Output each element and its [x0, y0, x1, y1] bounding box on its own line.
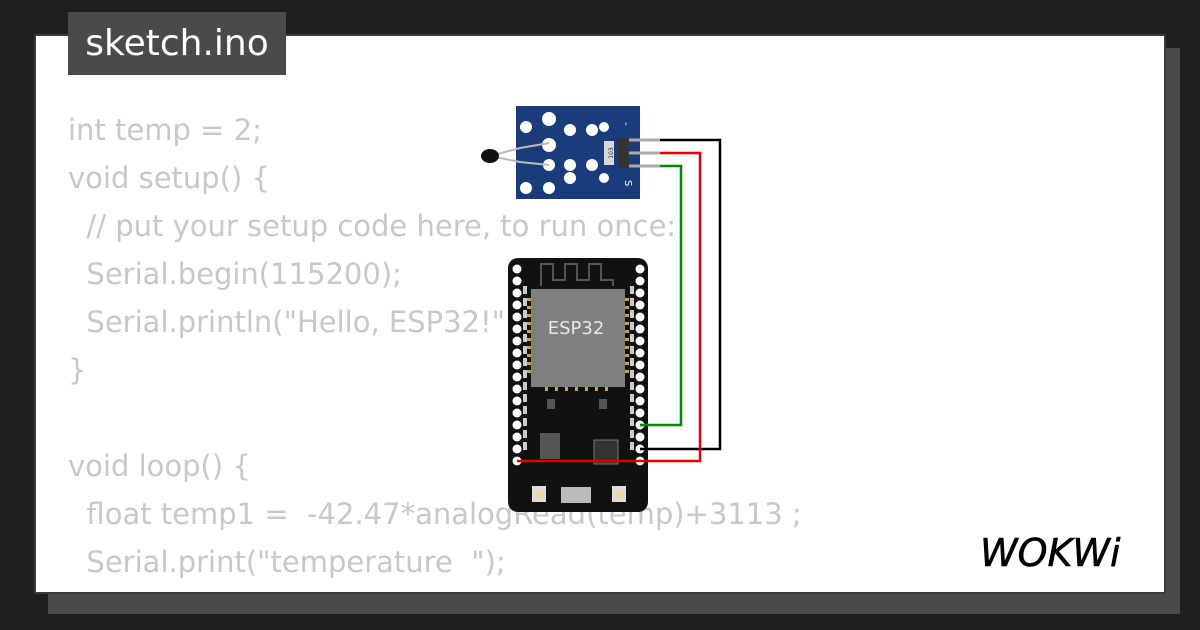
- code-line: void loop() {: [68, 449, 251, 483]
- pin-minus-label: -: [620, 122, 631, 126]
- signal-wire[interactable]: [640, 164, 683, 427]
- mount-hole: [520, 121, 532, 133]
- thermistor-lead: [489, 155, 550, 166]
- filename-tab[interactable]: sketch.ino: [68, 12, 286, 75]
- pin-signal-label: S: [622, 180, 633, 186]
- code-line: Serial.begin(115200);: [68, 257, 402, 291]
- code-line: Serial.println("Hello, ESP32!");: [68, 305, 527, 339]
- temperature-sensor-module[interactable]: 103 - S: [481, 106, 660, 199]
- antenna: [540, 263, 614, 286]
- left-pin-header: [512, 264, 522, 466]
- esp32-board[interactable]: ESP32: [508, 258, 648, 512]
- wokwi-logo: WOKWi: [980, 531, 1122, 576]
- code-line: }: [68, 353, 87, 387]
- filename-label: sketch.ino: [85, 23, 269, 64]
- thermistor-lead: [489, 142, 550, 157]
- code-line: void setup() {: [68, 161, 270, 195]
- power-wire[interactable]: [517, 151, 702, 463]
- thermistor-bead: [481, 149, 499, 163]
- right-pin-header: [635, 264, 645, 466]
- svg-text:WOKWi: WOKWi: [980, 531, 1121, 575]
- voltage-regulator: [540, 433, 560, 459]
- code-line: int temp = 2;: [68, 113, 262, 147]
- svg-text:103: 103: [608, 147, 615, 159]
- usb-port: [561, 487, 591, 503]
- code-snippet: int temp = 2; void setup() { // put your …: [68, 106, 802, 592]
- code-line: Serial.print("temperature ");: [68, 545, 506, 579]
- code-line: // put your setup code here, to run once…: [68, 209, 677, 243]
- rf-shield: [531, 289, 625, 387]
- chip-label: ESP32: [548, 318, 605, 339]
- ground-wire[interactable]: [640, 138, 722, 451]
- resistor: [604, 141, 614, 165]
- header-pins: [617, 138, 629, 168]
